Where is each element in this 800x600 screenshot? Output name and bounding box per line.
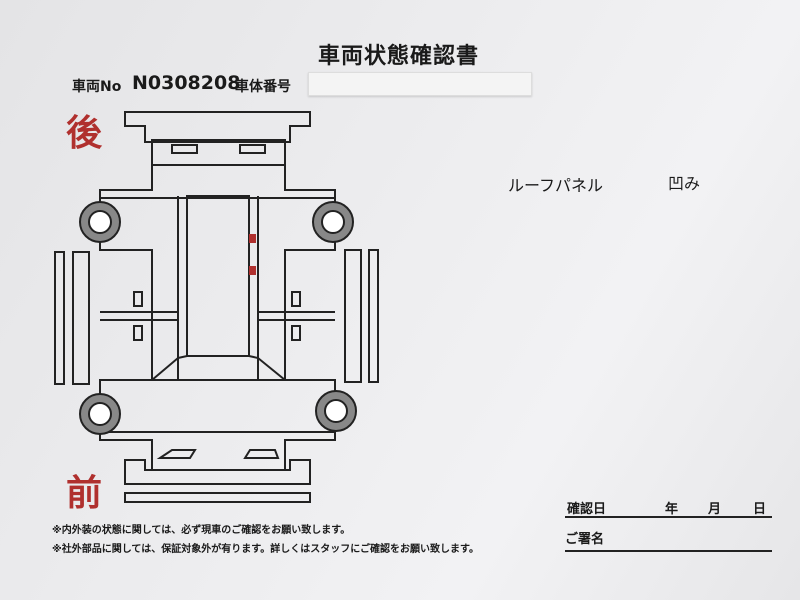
chassis-no-label: 車体番号 — [235, 79, 291, 95]
door-handle — [291, 291, 301, 307]
side-strip — [72, 251, 90, 385]
side-strip — [54, 251, 65, 385]
door-handle — [133, 325, 143, 341]
signature-label: ご署名 — [565, 532, 605, 547]
side-strip — [368, 249, 379, 383]
day-label: 日 — [753, 502, 767, 517]
document-title: 車両状態確認書 — [318, 44, 480, 69]
chassis-no-redaction — [308, 72, 532, 96]
rear-bumper — [124, 111, 311, 143]
windshield — [149, 355, 288, 381]
front-lip — [124, 492, 311, 503]
damage-marker — [249, 266, 256, 275]
note-interior-exterior: ※内外装の状態に関しては、必ず現車のご確認をお願い致します。 — [52, 525, 351, 536]
rear-label: 後 — [66, 113, 103, 154]
vehicle-no-label: 車両No — [72, 79, 122, 95]
month-label: 月 — [708, 502, 722, 517]
damage-type: 凹み — [668, 174, 701, 193]
rear-lamp-left — [171, 144, 198, 154]
side-strip — [344, 249, 362, 383]
confirmation-date-field[interactable]: 確認日 年 月 日 — [565, 498, 772, 518]
vehicle-no-value: N0308208 — [132, 72, 241, 94]
roof-panel — [186, 195, 250, 357]
damage-part: ルーフパネル — [508, 176, 604, 195]
year-label: 年 — [665, 502, 679, 517]
note-aftermarket-parts: ※社外部品に関しては、保証対象外が有ります。詳しくはスタッフにご確認をお願い致し… — [52, 544, 480, 555]
signature-field[interactable]: ご署名 — [565, 528, 772, 552]
front-label: 前 — [66, 473, 103, 514]
door-handle — [133, 291, 143, 307]
date-label: 確認日 — [567, 502, 607, 517]
rear-lamp-right — [239, 144, 266, 154]
headlamp-left — [156, 449, 197, 459]
headlamp-right — [243, 449, 280, 459]
front-bumper — [124, 459, 311, 485]
damage-marker — [249, 234, 256, 243]
door-handle — [291, 325, 301, 341]
